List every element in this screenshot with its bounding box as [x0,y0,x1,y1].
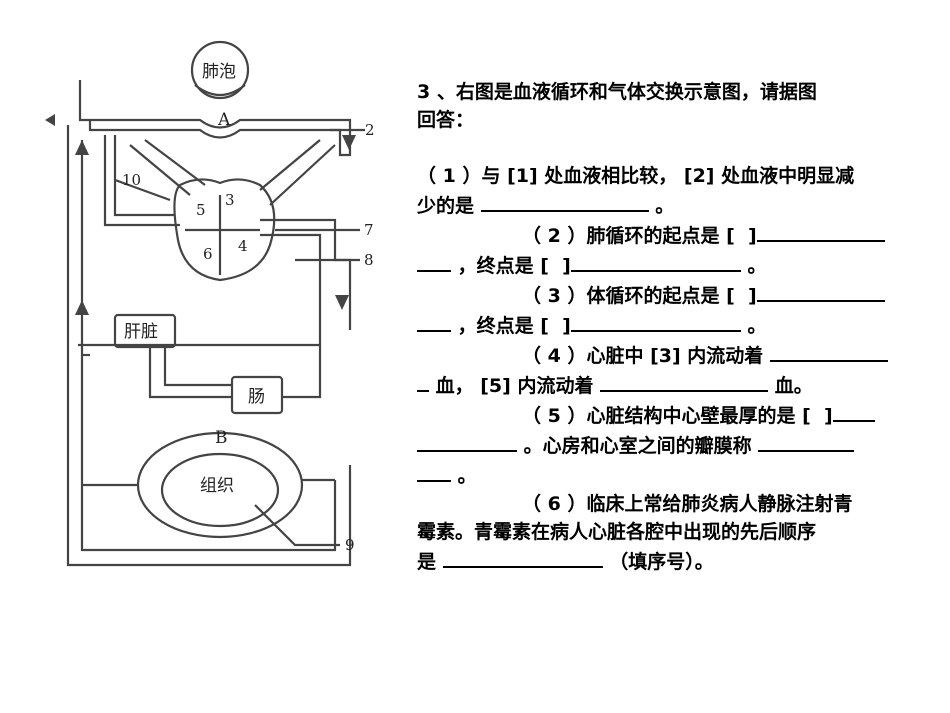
label-8: 8 [364,251,374,269]
answer-blank[interactable] [832,400,875,422]
answer-blank[interactable] [769,340,888,362]
circulation-diagram-svg: 肺泡 A 肝脏 肠 B 组织 2 3 4 5 6 7 8 9 10 [45,40,375,567]
label-3: 3 [225,191,235,209]
answer-blank[interactable] [570,310,741,332]
site-a-label: A [217,110,231,130]
answer-blank[interactable] [417,370,429,392]
answer-blank[interactable] [417,250,451,272]
q2-text-a: （ 2 ）肺循环的起点是 [ [522,225,735,247]
answer-blank[interactable] [756,220,885,242]
q4-text-b: 血， [5] 内流动着 [435,375,594,397]
circulation-diagram: 肺泡 A 肝脏 肠 B 组织 2 3 4 5 6 7 8 9 10 [20,25,400,585]
q6-text-d: （填序号）。 [609,551,714,573]
label-5: 5 [196,201,206,219]
q5-text-b: ] [823,405,833,427]
intestine-label: 肠 [248,387,265,407]
sub-question-6-line2: 霉素。青霉素在病人心脏各腔中出现的先后顺序 [417,518,927,546]
q2-text-c: ，终点是 [ [457,255,549,277]
q3-text-d: ] [562,315,571,337]
sub-question-3-line2: ，终点是 [ ] 。 [417,310,927,340]
q1-text-c: 。 [655,195,675,217]
sub-question-5: （ 5 ）心脏结构中心壁最厚的是 [ ] [417,400,927,430]
answer-blank[interactable] [480,190,649,212]
label-7: 7 [364,221,374,239]
q2-text-b: ] [747,225,757,247]
label-9: 9 [345,536,355,554]
label-1: 2 [365,121,375,139]
sub-question-3: （ 3 ）体循环的起点是 [ ] [417,280,927,310]
answer-blank[interactable] [570,250,741,272]
q5-text-d: 。 [457,465,477,487]
answer-blank[interactable] [417,310,451,332]
q2-text-e: 。 [747,255,767,277]
answer-blank[interactable] [417,430,517,452]
sub-question-2-line2: ，终点是 [ ] 。 [417,250,927,280]
title-line-2: 回答： [417,109,475,131]
answer-blank[interactable] [756,280,885,302]
label-6: 6 [203,245,213,263]
question-title-2: 回答： [417,106,927,134]
q3-text-b: ] [747,285,757,307]
tissue-label: 组织 [200,476,234,496]
q1-text-a: （ 1 ）与 [1] 处血液相比较， [2] 处血液中明显减 [417,165,855,187]
q1-text-b: 少的是 [417,195,475,217]
q3-text-c: ，终点是 [ [457,315,549,337]
q4-text-a: （ 4 ）心脏中 [3] 内流动着 [522,345,764,367]
q3-text-e: 。 [747,315,767,337]
q5-text-a: （ 5 ）心脏结构中心壁最厚的是 [ [522,405,811,427]
answer-blank[interactable] [417,460,451,482]
q6-text-c: 是 [417,551,437,573]
sub-question-4-line2: 血， [5] 内流动着 血。 [417,370,927,400]
q2-text-d: ] [562,255,571,277]
q5-text-c: 。心房和心室之间的瓣膜称 [523,435,752,457]
q4-text-c: 血。 [774,375,813,397]
question-title: 3 、右图是血液循环和气体交换示意图，请据图 [417,78,927,106]
label-4: 4 [238,237,248,255]
sub-question-1-line2: 少的是 。 [417,190,927,220]
q6-text-a: （ 6 ）临床上常给肺炎病人静脉注射青 [522,493,853,515]
title-line-1: 3 、右图是血液循环和气体交换示意图，请据图 [417,81,817,103]
sub-question-5-line2: 。心房和心室之间的瓣膜称 [417,430,927,460]
sub-question-6: （ 6 ）临床上常给肺炎病人静脉注射青 [417,490,927,518]
question-block: 3 、右图是血液循环和气体交换示意图，请据图 回答： （ 1 ）与 [1] 处血… [417,78,927,576]
sub-question-1: （ 1 ）与 [1] 处血液相比较， [2] 处血液中明显减 [417,162,927,190]
answer-blank[interactable] [758,430,855,452]
liver-label: 肝脏 [124,322,158,342]
sub-question-4: （ 4 ）心脏中 [3] 内流动着 [417,340,927,370]
sub-question-5-line3: 。 [417,460,927,490]
q6-text-b: 霉素。青霉素在病人心脏各腔中出现的先后顺序 [417,521,817,543]
answer-blank[interactable] [600,370,769,392]
label-10: 10 [122,171,141,189]
lung-alveoli-label: 肺泡 [202,62,236,82]
spacer [417,134,927,162]
sub-question-6-line3: 是 （填序号）。 [417,546,927,576]
site-b-label: B [215,428,228,448]
q3-text-a: （ 3 ）体循环的起点是 [ [522,285,735,307]
sub-question-2: （ 2 ）肺循环的起点是 [ ] [417,220,927,250]
answer-blank[interactable] [442,546,603,568]
